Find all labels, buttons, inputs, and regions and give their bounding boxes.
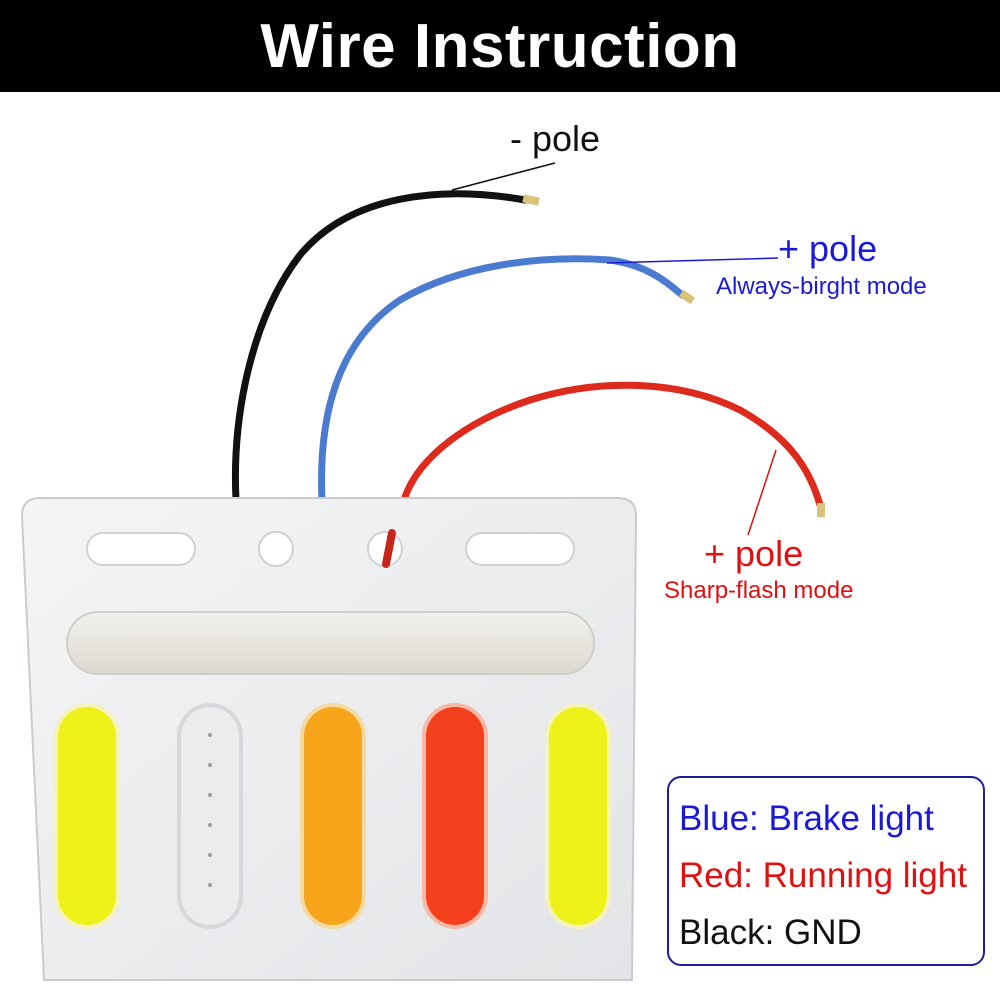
red-wire-entry (382, 529, 396, 568)
led-strip-5 (545, 703, 611, 929)
led-strip-1 (54, 703, 120, 929)
page-title: Wire Instruction (260, 11, 740, 81)
mount-slot-right (465, 532, 575, 566)
blue-mode-label: Always-birght mode (716, 273, 927, 300)
led-strip-3 (300, 703, 366, 929)
red-pole-label: + pole (704, 533, 804, 574)
red-mode-label: Sharp-flash mode (664, 577, 854, 604)
top-light-bar (66, 611, 595, 675)
title-bar: Wire Instruction (0, 0, 1000, 92)
led-strip-2 (177, 703, 243, 929)
negative-pole-label: - pole (510, 118, 601, 159)
pointer-blue (606, 257, 779, 264)
red-wire (401, 381, 824, 509)
red-wire-tip (817, 503, 825, 517)
wire-color-legend: Blue: Brake light Red: Running light Bla… (667, 776, 985, 966)
blue-wire (318, 255, 686, 504)
legend-blue: Blue: Brake light (679, 799, 934, 838)
led-chip-dots (208, 733, 212, 887)
blue-wire-tip (678, 289, 696, 305)
blue-pole-label: + pole (778, 228, 878, 269)
mount-slot-left (86, 532, 196, 566)
black-wire-tip (522, 194, 540, 206)
legend-black: Black: GND (679, 913, 862, 952)
led-strip-4 (422, 703, 488, 929)
black-wire (232, 190, 529, 504)
pointer-red (747, 449, 777, 536)
mount-hole-center (258, 531, 294, 567)
legend-red: Red: Running light (679, 856, 967, 895)
pointer-negative (451, 162, 556, 191)
